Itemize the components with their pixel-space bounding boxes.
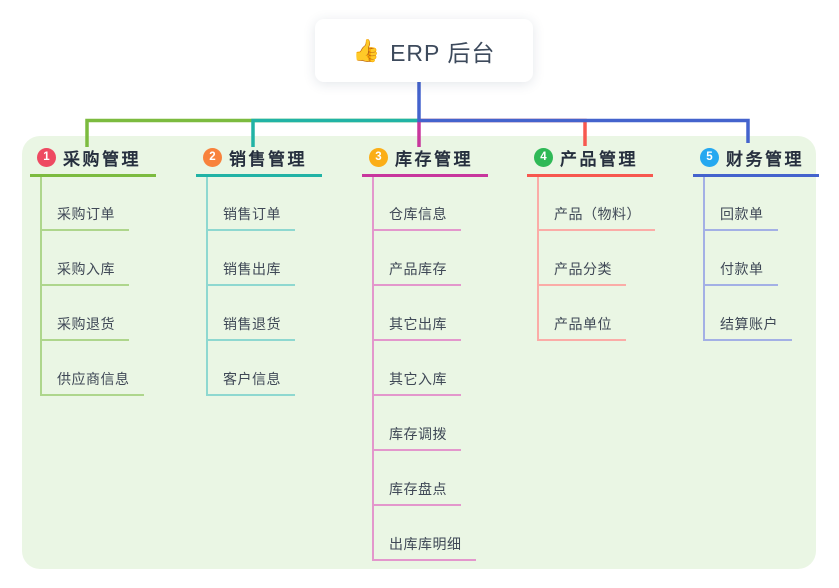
mindmap-child-item[interactable]: 其它出库 xyxy=(372,315,461,341)
mindmap-background-panel xyxy=(22,136,816,569)
mindmap-child-item[interactable]: 销售订单 xyxy=(206,205,295,231)
branch-title-3[interactable]: 3 库存管理 xyxy=(362,146,488,177)
mindmap-child-item[interactable]: 付款单 xyxy=(703,260,778,286)
branch-rail xyxy=(40,177,42,395)
branch-rail xyxy=(537,177,539,340)
branch-title-2[interactable]: 2 销售管理 xyxy=(196,146,322,177)
branch-title-4[interactable]: 4 产品管理 xyxy=(527,146,653,177)
mindmap-child-item[interactable]: 客户信息 xyxy=(206,370,295,396)
branch-title-label: 产品管理 xyxy=(560,149,638,169)
mindmap-child-item[interactable]: 结算账户 xyxy=(703,315,792,341)
root-node-label: ERP 后台 xyxy=(390,39,496,66)
mindmap-child-item[interactable]: 库存调拨 xyxy=(372,425,461,451)
branch-title-label: 财务管理 xyxy=(726,149,804,169)
mindmap-child-item[interactable]: 其它入库 xyxy=(372,370,461,396)
branch-title-5[interactable]: 5 财务管理 xyxy=(693,146,819,177)
root-node[interactable]: 👍 ERP 后台 xyxy=(315,19,533,82)
mindmap-child-item[interactable]: 产品（物料） xyxy=(537,205,655,231)
mindmap-child-item[interactable]: 仓库信息 xyxy=(372,205,461,231)
branch-title-label: 销售管理 xyxy=(229,149,307,169)
mindmap-child-item[interactable]: 出库库明细 xyxy=(372,535,476,561)
mindmap-child-item[interactable]: 采购订单 xyxy=(40,205,129,231)
branch-title-label: 库存管理 xyxy=(395,149,473,169)
mindmap-child-item[interactable]: 产品库存 xyxy=(372,260,461,286)
branch-rail xyxy=(372,177,374,560)
thumbs-up-icon: 👍 xyxy=(352,37,382,63)
branch-number-badge: 3 xyxy=(369,147,388,167)
branch-number-badge: 4 xyxy=(534,147,553,167)
branch-title-label: 采购管理 xyxy=(63,149,141,169)
mindmap-child-item[interactable]: 采购退货 xyxy=(40,315,129,341)
branch-number-badge: 5 xyxy=(700,147,719,167)
mindmap-child-item[interactable]: 供应商信息 xyxy=(40,370,144,396)
branch-title-1[interactable]: 1 采购管理 xyxy=(30,146,156,177)
mindmap-child-item[interactable]: 回款单 xyxy=(703,205,778,231)
branch-rail xyxy=(206,177,208,395)
branch-rail xyxy=(703,177,705,340)
mindmap-child-item[interactable]: 产品分类 xyxy=(537,260,626,286)
mindmap-child-item[interactable]: 销售出库 xyxy=(206,260,295,286)
mindmap-child-item[interactable]: 销售退货 xyxy=(206,315,295,341)
mindmap-child-item[interactable]: 采购入库 xyxy=(40,260,129,286)
mindmap-child-item[interactable]: 产品单位 xyxy=(537,315,626,341)
branch-number-badge: 1 xyxy=(37,147,56,167)
branch-number-badge: 2 xyxy=(203,147,222,167)
mindmap-child-item[interactable]: 库存盘点 xyxy=(372,480,461,506)
